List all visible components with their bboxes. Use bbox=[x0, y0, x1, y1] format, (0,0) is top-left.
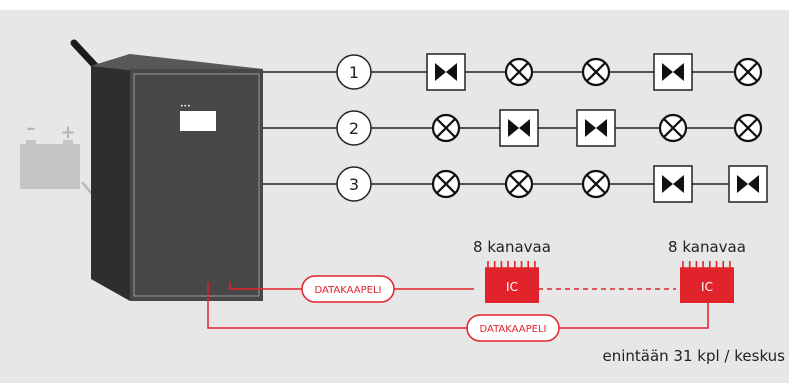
ic-module-1-body bbox=[485, 268, 539, 303]
cross-lamp-icon bbox=[658, 113, 688, 143]
ic-module-2-body bbox=[680, 268, 734, 303]
battery-terminal-minus bbox=[26, 140, 36, 145]
cross-lamp-icon bbox=[431, 169, 461, 199]
bowtie-icon bbox=[653, 165, 693, 203]
battery-body bbox=[20, 144, 80, 189]
cross-lamp-icon bbox=[581, 169, 611, 199]
bowtie-icon bbox=[576, 109, 616, 147]
data-cables: DATAKAAPELI DATAKAAPELI bbox=[207, 275, 709, 342]
bowtie-icon bbox=[499, 109, 539, 147]
top-band bbox=[0, 0, 789, 10]
central-cabinet: ••• bbox=[70, 39, 263, 301]
circuit-number-badge bbox=[336, 110, 372, 146]
circuit-2: 2 bbox=[263, 109, 763, 147]
cross-lamp-icon bbox=[581, 57, 611, 87]
lower-cable-label: DATAKAAPELI bbox=[480, 324, 547, 335]
ic-module-1-caption: 8 kanavaa bbox=[473, 238, 551, 256]
circuits: 1 2 3 bbox=[263, 53, 768, 203]
bowtie-icon bbox=[426, 53, 466, 91]
upper-cable-label: DATAKAAPELI bbox=[315, 285, 382, 296]
circuit-number-label: 3 bbox=[349, 175, 359, 194]
battery-minus-symbol: – bbox=[27, 118, 36, 139]
battery-plus-symbol: + bbox=[60, 122, 75, 143]
cabinet-indicator-dots: ••• bbox=[180, 103, 191, 110]
ic-module-2: 8 kanavaa IC bbox=[668, 238, 746, 303]
footnote: enintään 31 kpl / keskus bbox=[602, 347, 785, 365]
battery-terminal-plus bbox=[63, 140, 73, 145]
circuit-1: 1 bbox=[263, 53, 763, 91]
ic-module-2-pins bbox=[680, 261, 734, 269]
bowtie-icon bbox=[728, 165, 768, 203]
cabinet-display bbox=[180, 111, 216, 131]
circuit-number-label: 2 bbox=[349, 119, 359, 138]
ic-module-1-pins bbox=[485, 261, 539, 269]
lower-cable-line bbox=[207, 282, 709, 329]
lower-cable-tag bbox=[466, 314, 560, 342]
circuit-3: 3 bbox=[263, 165, 768, 203]
ic-module-2-label: IC bbox=[701, 280, 713, 294]
circuit-number-badge bbox=[336, 54, 372, 90]
cross-lamp-icon bbox=[733, 113, 763, 143]
circuit-number-badge bbox=[336, 166, 372, 202]
ic-module-2-caption: 8 kanavaa bbox=[668, 238, 746, 256]
upper-cable-tag bbox=[301, 275, 395, 303]
cross-lamp-icon bbox=[504, 57, 534, 87]
bowtie-icon bbox=[653, 53, 693, 91]
cross-lamp-icon bbox=[431, 113, 461, 143]
cross-lamp-icon bbox=[733, 57, 763, 87]
cabinet-front bbox=[130, 69, 263, 301]
cross-lamp-icon bbox=[504, 169, 534, 199]
ic-module-1: 8 kanavaa IC bbox=[473, 238, 551, 303]
circuit-number-label: 1 bbox=[349, 63, 359, 82]
battery: – + bbox=[20, 118, 103, 207]
cabinet-side bbox=[91, 54, 130, 301]
ic-module-1-label: IC bbox=[506, 280, 518, 294]
cabinet-door-frame bbox=[133, 73, 260, 297]
